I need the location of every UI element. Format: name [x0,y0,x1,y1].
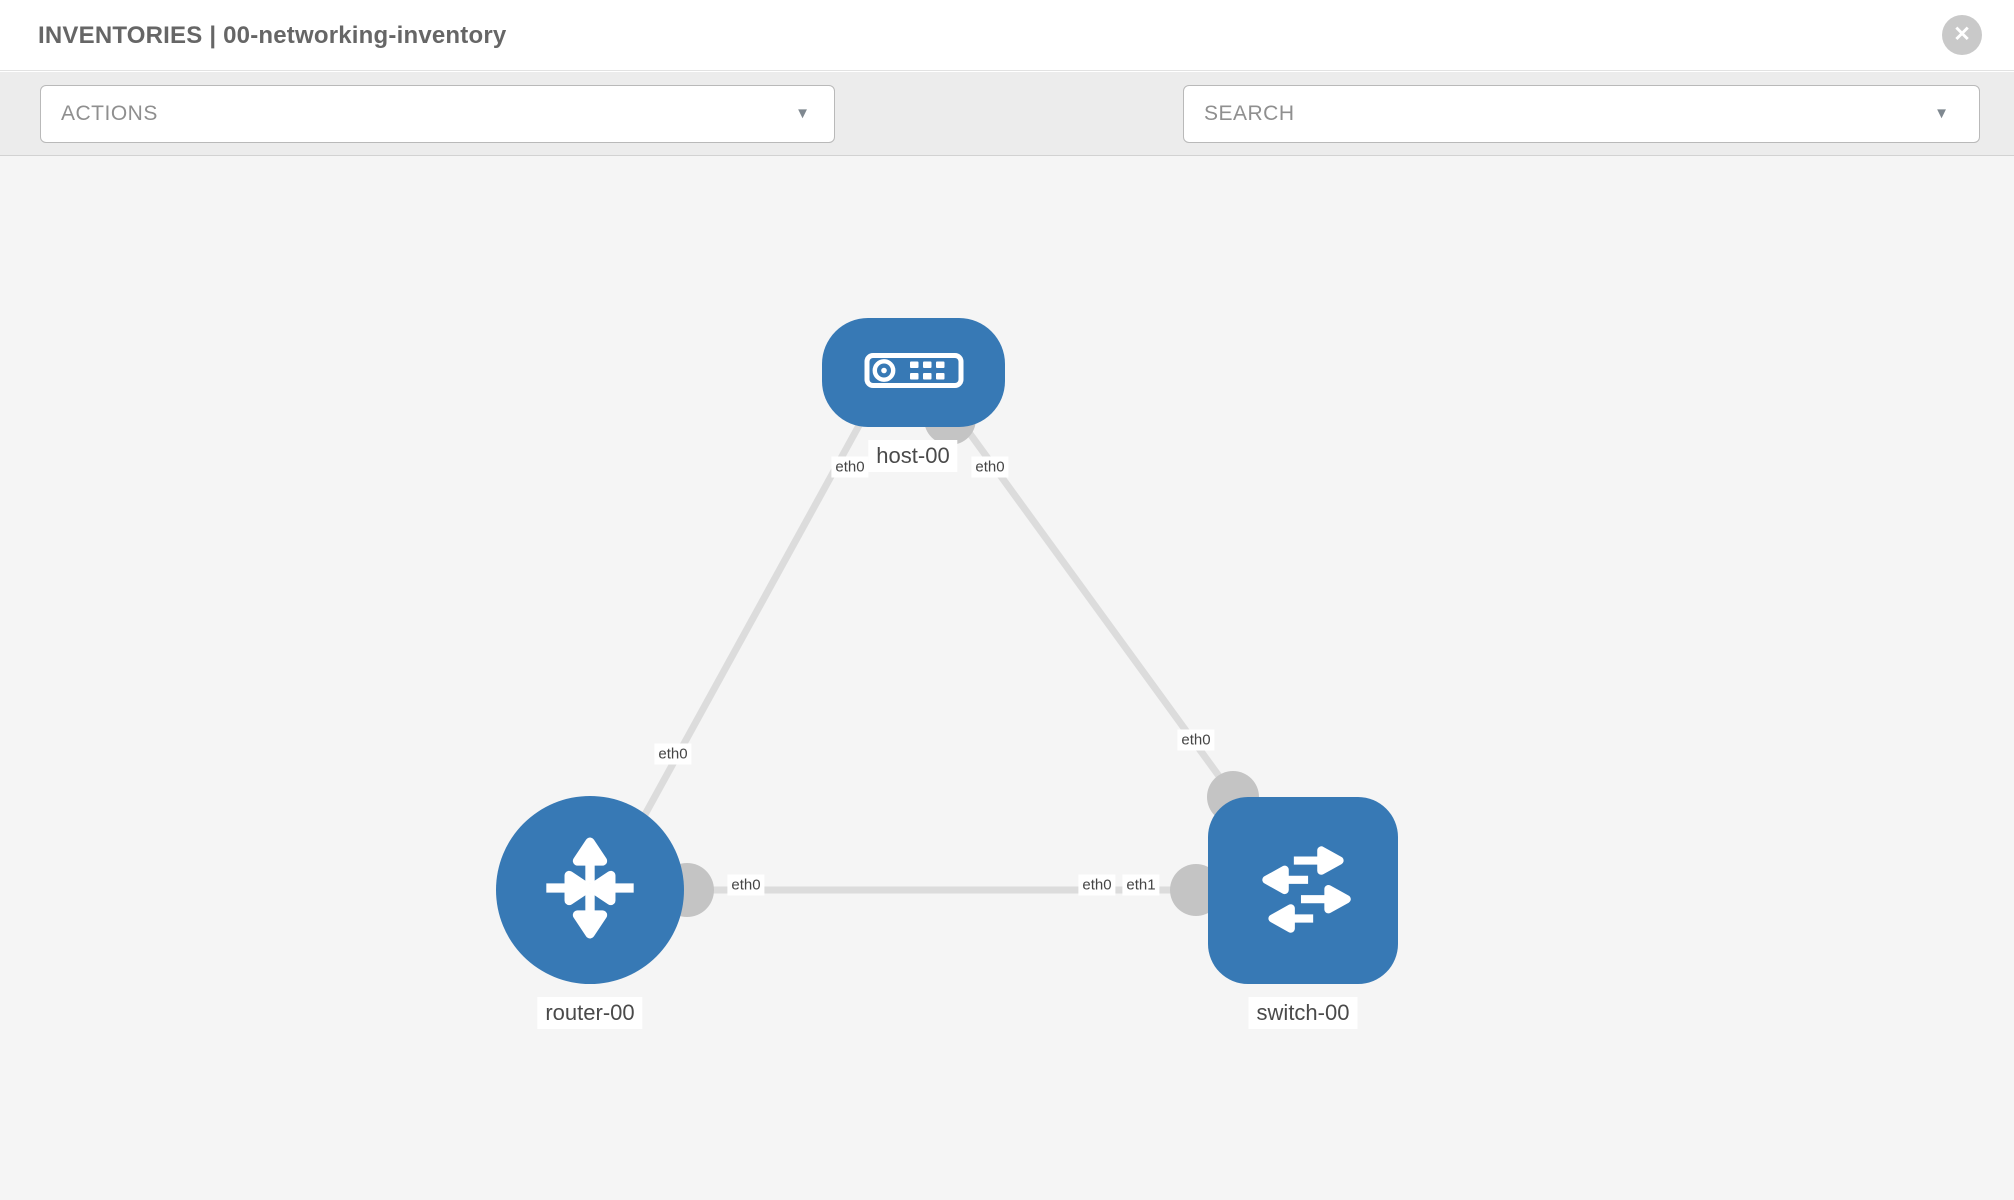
node-label-switch: switch-00 [1248,997,1358,1029]
interface-label: eth0 [727,874,765,896]
header: INVENTORIES | 00-networking-inventory ✕ [0,0,2014,71]
node-host-00[interactable] [822,318,1005,427]
link-layer [595,393,1300,917]
switch-icon [1242,827,1364,954]
close-button[interactable]: ✕ [1942,15,1982,55]
close-icon: ✕ [1953,23,1971,46]
node-router-00[interactable] [496,796,684,984]
toolbar: ACTIONS ▼ [0,72,2014,203]
chevron-down-icon: ▼ [1934,105,1949,122]
node-label-router: router-00 [537,997,643,1029]
page-title: INVENTORIES | 00-networking-inventory [38,22,507,49]
host-icon [864,352,964,394]
node-switch-00[interactable] [1208,797,1398,984]
search-dropdown[interactable]: ▼ [1183,85,1980,143]
node-label-host: host-00 [868,440,958,472]
interface-label: eth1 [1122,874,1160,896]
interface-label: eth0 [654,743,692,765]
interface-label: eth0 [971,456,1009,478]
interface-label: eth0 [1177,729,1215,751]
chevron-down-icon: ▼ [795,105,810,122]
interface-label-occluded: eth0 [1078,874,1116,896]
router-icon [538,836,642,945]
link-host-router [616,418,866,862]
actions-dropdown-label: ACTIONS [61,102,158,125]
topology-canvas[interactable]: host-00 router-00 switch-00 eth0 eth0 et… [0,156,2014,1200]
search-input[interactable] [1184,86,1979,142]
actions-dropdown[interactable]: ACTIONS ▼ [40,85,835,143]
interface-label: eth0 [831,456,869,478]
